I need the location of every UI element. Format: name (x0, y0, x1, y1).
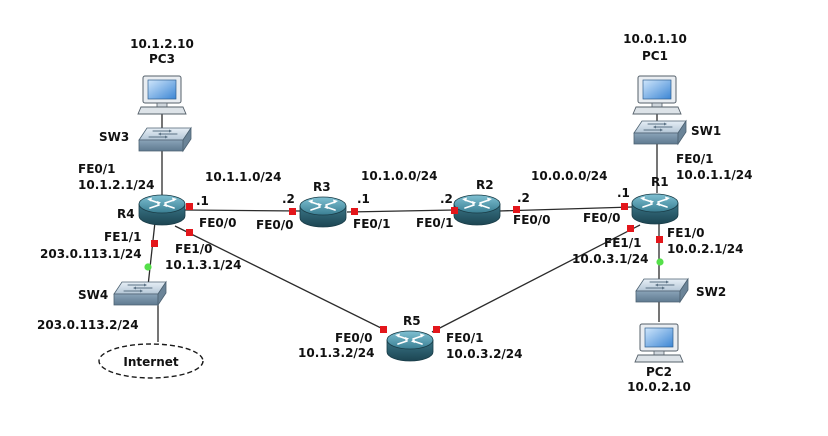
port-sw2-up (656, 258, 664, 266)
port-r3-fe00 (289, 208, 296, 215)
internet-label: Internet (123, 355, 178, 369)
r3-router-icon[interactable] (299, 196, 347, 228)
sw2-switch-icon[interactable] (635, 278, 689, 303)
r1-fe10-port-label: FE1/0 (667, 226, 704, 240)
r2-router-icon[interactable] (453, 194, 501, 226)
port-r5-fe00 (380, 326, 387, 333)
r2-fe00-host-label: .2 (517, 191, 530, 205)
r4-name-label: R4 (117, 207, 135, 221)
sw3-name-label: SW3 (99, 130, 129, 144)
r1-name-label: R1 (651, 175, 669, 189)
sw1-name-label: SW1 (691, 124, 721, 138)
subnet-r3-r2-label: 10.1.0.0/24 (361, 169, 438, 183)
pc1-name-label: PC1 (642, 49, 668, 63)
port-r1-fe10 (656, 236, 663, 243)
sw4-name-label: SW4 (78, 288, 108, 302)
r5-router-icon[interactable] (386, 330, 434, 362)
pc2-name-label: PC2 (646, 365, 672, 379)
link-r3-r2 (346, 209, 456, 213)
sw3-switch-icon[interactable] (138, 127, 192, 152)
sw4-switch-icon[interactable] (113, 281, 167, 306)
port-r4-fe11 (151, 240, 158, 247)
pc1-icon[interactable] (632, 75, 682, 115)
pc3-icon[interactable] (137, 75, 187, 115)
sw2-name-label: SW2 (696, 285, 726, 299)
link-r4-sw4 (147, 221, 156, 287)
port-r4-fe10 (186, 229, 193, 236)
r5-name-label: R5 (403, 314, 421, 328)
r5-fe00-port-label: FE0/0 (335, 331, 372, 345)
r3-name-label: R3 (313, 180, 331, 194)
r4-fe10-ip-label: 10.1.3.1/24 (165, 258, 242, 272)
subnet-r2-r1-label: 10.0.0.0/24 (531, 169, 608, 183)
r2-name-label: R2 (476, 178, 494, 192)
link-r2-r1 (498, 206, 633, 212)
r5-fe01-ip-label: 10.0.3.2/24 (446, 347, 523, 361)
r1-router-icon[interactable] (631, 193, 679, 225)
port-sw4-up (144, 263, 152, 271)
r4-fe01-port-label: FE0/1 (78, 162, 115, 176)
port-r4-fe00 (186, 203, 193, 210)
r4-fe11-ip-label: 203.0.113.1/24 (40, 247, 142, 261)
r5-fe01-port-label: FE0/1 (446, 331, 483, 345)
link-r4-r5 (174, 225, 386, 331)
r2-fe00-port-label: FE0/0 (513, 213, 550, 227)
r1-fe01-port-label: FE0/1 (676, 152, 713, 166)
r1-fe11-port-label: FE1/1 (604, 236, 641, 250)
r3-fe01-host-label: .1 (357, 192, 370, 206)
pc1-ip-label: 10.0.1.10 (623, 32, 687, 46)
r3-fe01-port-label: FE0/1 (353, 217, 390, 231)
r3-fe00-host-label: .2 (282, 192, 295, 206)
links (147, 111, 660, 342)
port-r3-fe01 (351, 208, 358, 215)
r4-fe00-host-label: .1 (196, 194, 209, 208)
internet-cloud-icon[interactable] (98, 343, 204, 379)
port-r2-fe00 (513, 206, 520, 213)
pc3-ip-label: 10.1.2.10 (130, 37, 194, 51)
r4-router-icon[interactable] (138, 194, 186, 226)
r1-fe01-ip-label: 10.0.1.1/24 (676, 168, 753, 182)
r5-fe00-ip-label: 10.1.3.2/24 (298, 346, 375, 360)
subnet-r4-r3-label: 10.1.1.0/24 (205, 170, 282, 184)
r1-fe00-host-label: .1 (617, 186, 630, 200)
r4-fe11-port-label: FE1/1 (104, 230, 141, 244)
link-r4-r3 (184, 209, 301, 212)
r2-fe01-host-label: .2 (440, 192, 453, 206)
r4-fe10-port-label: FE1/0 (175, 242, 212, 256)
pc2-icon[interactable] (634, 323, 684, 363)
r4-fe01-ip-label: 10.1.2.1/24 (78, 178, 155, 192)
r1-fe00-port-label: FE0/0 (583, 211, 620, 225)
r2-fe01-port-label: FE0/1 (416, 216, 453, 230)
r3-fe00-port-label: FE0/0 (256, 218, 293, 232)
port-markers (144, 203, 664, 333)
sw4-ip-label: 203.0.113.2/24 (37, 318, 139, 332)
sw1-switch-icon[interactable] (633, 120, 687, 145)
port-r1-fe11 (627, 225, 634, 232)
port-r1-fe00 (621, 203, 628, 210)
port-r2-fe01 (451, 207, 458, 214)
r1-fe11-ip-label: 10.0.3.1/24 (572, 252, 649, 266)
r4-fe00-port-label: FE0/0 (199, 216, 236, 230)
pc3-name-label: PC3 (149, 52, 175, 66)
pc2-ip-label: 10.0.2.10 (627, 380, 691, 394)
r1-fe10-ip-label: 10.0.2.1/24 (667, 242, 744, 256)
link-r5-r1 (431, 224, 641, 333)
port-r5-fe01 (433, 326, 440, 333)
